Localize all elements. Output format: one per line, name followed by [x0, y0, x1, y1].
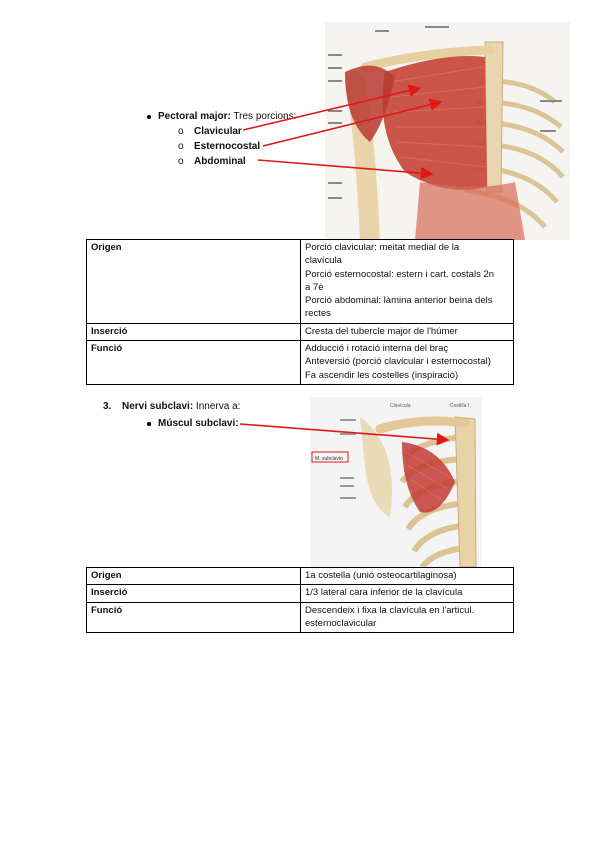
cell-line: 1/3 lateral cara inferior de la clavícul… [305, 587, 463, 599]
section-number: 3. [103, 401, 112, 412]
table-row-funcio: Funció Adducció i rotació interna del br… [86, 340, 514, 385]
pectoral-major-line: Pectoral major: Tres porcions: [158, 111, 296, 123]
row-header: Inserció [86, 584, 301, 603]
cell-line: Fa ascendir les costelles (inspiració) [305, 369, 459, 381]
cell-line: Cresta del tubercle major de l'húmer [305, 325, 458, 337]
sub-item-clavicular: Clavicular [194, 126, 242, 137]
bullet-dot [147, 115, 151, 119]
arrow-subclavi [239, 423, 450, 446]
arrow-esternocostal [262, 98, 443, 147]
arrow-clavicular [242, 84, 422, 131]
table-row-funcio: Funció Descendeix i fixa la clavícula en… [86, 601, 514, 634]
subclavius-illustration: M. subclavio Clavícula Costilla I [310, 397, 482, 567]
bullet-dot [147, 422, 151, 426]
cell-line: Anteversió (porció clavicular i esternoc… [305, 356, 491, 368]
cell-line: Descendeix i fixa la clavícula en l'arti… [305, 604, 475, 616]
table-row-insercio: Inserció Cresta del tubercle major de l'… [86, 322, 514, 342]
row-header: Funció [86, 601, 301, 634]
figure-label-costilla: Costilla I [450, 403, 469, 409]
cell-line: Porció abdominal: làmina anterior beina … [305, 295, 493, 307]
row-value: Descendeix i fixa la clavícula en l'arti… [300, 601, 514, 634]
row-header: Inserció [86, 322, 301, 342]
row-value: 1/3 lateral cara inferior de la clavícul… [300, 584, 514, 603]
row-header: Origen [86, 239, 301, 324]
muscul-subclavi-bullet: Múscul subclavi: [158, 418, 239, 429]
cell-line: a 7è [305, 281, 324, 293]
cell-line: Porció esternocostal: estern i cart. cos… [305, 268, 495, 280]
pectoral-major-table: Origen Porció clavicular: meitat medial … [86, 239, 514, 385]
sub-bullet-marker: o [178, 141, 184, 152]
pectoral-major-title: Pectoral major: [158, 111, 231, 122]
row-value: Porció clavicular: meitat medial de la c… [300, 239, 514, 324]
pectoral-major-desc: Tres porcions: [230, 111, 297, 122]
cell-line: Porció clavicular: meitat medial de la [305, 242, 460, 253]
arrow-abdominal [257, 159, 434, 180]
sub-item-abdominal: Abdominal [194, 156, 246, 167]
table-row-origen: Origen Porció clavicular: meitat medial … [86, 239, 514, 324]
cell-line: 1a costella (unió osteocartilaginosa) [305, 570, 457, 581]
nervi-subclavi-line: Nervi subclavi: Innerva a: [122, 401, 240, 413]
nervi-subclavi-desc: Innerva a: [193, 401, 241, 412]
row-value: Adducció i rotació interna del braç Ante… [300, 340, 514, 385]
nervi-subclavi-title: Nervi subclavi: [122, 401, 194, 412]
subclavius-anatomy-drawing: M. subclavio Clavícula Costilla I [310, 397, 482, 567]
cell-line: esternoclavicular [305, 617, 377, 629]
pointer-arrows-section1 [242, 84, 443, 180]
row-value: Cresta del tubercle major de l'húmer [300, 322, 514, 342]
sub-bullet-marker: o [178, 126, 184, 137]
subclavi-table: Origen 1a costella (unió osteocartilagin… [86, 566, 514, 634]
sub-bullet-marker: o [178, 156, 184, 167]
figure-label-clavicula: Clavícula [390, 403, 411, 409]
figure-label-subclavio: M. subclavio [315, 456, 343, 462]
row-header: Origen [86, 566, 301, 586]
pointer-arrows-section3 [239, 423, 450, 446]
sub-item-esternocostal: Esternocostal [194, 141, 261, 152]
cell-line: clavícula [305, 255, 342, 267]
cell-line: Adducció i rotació interna del braç [305, 343, 449, 355]
table-row-insercio: Inserció 1/3 lateral cara inferior de la… [86, 584, 514, 603]
table-row-origen: Origen 1a costella (unió osteocartilagin… [86, 566, 514, 586]
row-header: Funció [86, 340, 301, 385]
label-box-subclavio [311, 451, 349, 463]
row-value: 1a costella (unió osteocartilaginosa) [300, 566, 514, 586]
cell-line: rectes [305, 308, 331, 320]
